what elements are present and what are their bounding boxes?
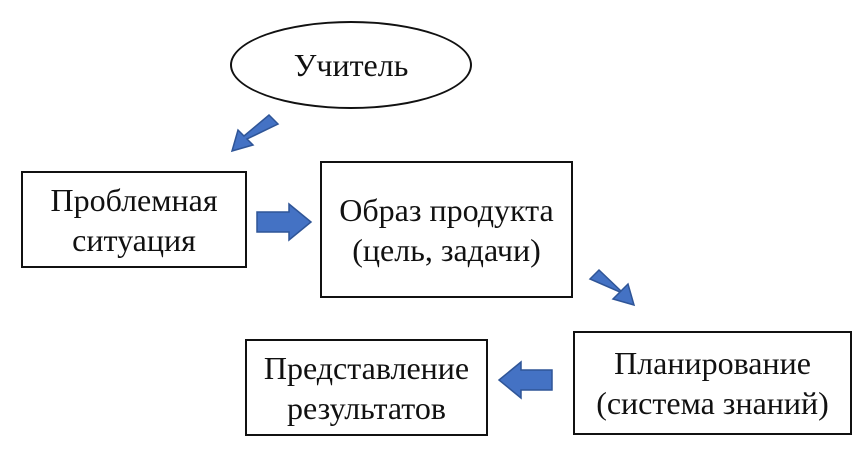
arrow-problem-to-product-shape xyxy=(256,202,313,242)
teacher-label: Учитель xyxy=(293,47,409,83)
problem-situation-line2: ситуация xyxy=(72,221,196,258)
product-image-line1: Образ продукта xyxy=(339,191,554,228)
planning-node: Планирование (система знаний) xyxy=(573,331,852,435)
results-presentation-line1: Представление xyxy=(263,349,470,386)
arrow-planning-to-results xyxy=(497,360,553,400)
problem-situation-line1: Проблемная xyxy=(50,181,218,218)
arrow-problem-to-product xyxy=(256,202,313,242)
planning-line2: (система знаний) xyxy=(596,385,829,421)
results-presentation-line2: результатов xyxy=(287,389,446,426)
planning-line1: Планирование xyxy=(614,345,811,381)
arrow-teacher-to-problem-shape xyxy=(230,113,280,153)
results-presentation-node: Представление результатов xyxy=(245,339,488,436)
arrow-product-to-planning xyxy=(588,268,636,307)
arrow-teacher-to-problem xyxy=(230,113,280,153)
product-image-line2: (цель, задачи) xyxy=(352,231,541,268)
arrow-planning-to-results-shape xyxy=(497,360,553,400)
arrow-product-to-planning-shape xyxy=(588,268,636,307)
teacher-node: Учитель xyxy=(230,21,472,109)
problem-situation-node: Проблемная ситуация xyxy=(21,171,247,268)
product-image-node: Образ продукта (цель, задачи) xyxy=(320,161,573,298)
